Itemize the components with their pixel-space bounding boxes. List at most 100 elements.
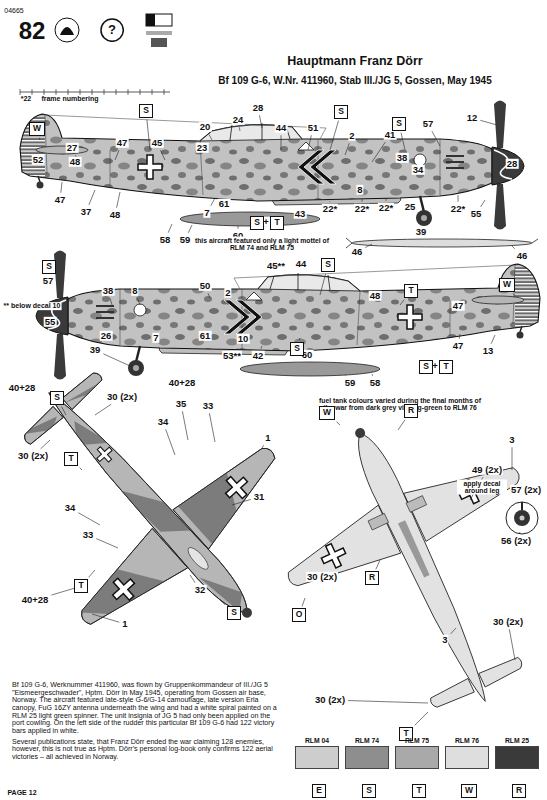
callout-number: 2 [224, 288, 231, 298]
leader-line [208, 293, 210, 298]
paint-code-box: T [74, 579, 88, 592]
leader-line [262, 445, 264, 448]
leader-line [41, 440, 50, 449]
paint-code: E [316, 786, 322, 795]
paint-code-box: S [250, 216, 264, 229]
paint-code: R [369, 573, 375, 582]
callout-number: 56 (2x) [500, 536, 532, 546]
leader-line [166, 429, 175, 455]
leader-line [400, 300, 404, 305]
callout-number: 28 [252, 103, 265, 113]
paint-code: S [254, 218, 260, 227]
paint-code: S [396, 119, 402, 128]
callout-number: 13 [482, 346, 495, 356]
leader-line [92, 614, 119, 622]
paint-code: T [443, 362, 448, 371]
leader-line [481, 200, 485, 207]
leader-line [95, 404, 111, 415]
paint-code-box: T [439, 360, 453, 373]
callout-number: 43 [294, 209, 307, 219]
leader-line [62, 407, 66, 415]
leader-line [320, 274, 326, 295]
callout-number: 2 [348, 131, 355, 141]
callout-number: 3 [441, 635, 448, 645]
callout-number: 32 [194, 585, 207, 595]
small-note: ** below decal 10 [3, 302, 62, 310]
paint-code: W [33, 124, 41, 133]
leader-line [459, 334, 461, 339]
paint-code: S [325, 260, 331, 269]
callout-number: 40+28 [21, 595, 50, 605]
leader-line [398, 420, 405, 430]
callout-number: 35 [175, 399, 188, 409]
callout-number: 57 [42, 276, 55, 286]
callout-number: 30 (2x) [306, 572, 338, 582]
paint-code: S [338, 107, 344, 116]
callout-number: 46 [351, 247, 364, 257]
small-note: PAGE 12 [6, 789, 37, 797]
paint-code: T [68, 454, 73, 463]
color-swatch [295, 746, 339, 769]
callout-number: 41 [384, 130, 397, 140]
paint-code: S [46, 262, 52, 271]
note-text: apply decal around leg [457, 480, 507, 495]
leader-line [182, 411, 188, 440]
paint-code-box: W [319, 406, 335, 419]
callout-number: 40+28 [168, 378, 197, 388]
paint-code: R [408, 406, 414, 415]
profile-title: Hauptmann Franz Dörr [287, 55, 422, 69]
paint-code-box: S [227, 606, 241, 619]
callout-number: 20 [199, 122, 212, 132]
legend-label: RLM 75 [395, 737, 439, 744]
leader-line [345, 375, 346, 377]
callout-number: 46 [516, 251, 529, 261]
leader-line [89, 190, 95, 205]
paint-code-box: W [461, 784, 477, 797]
leader-line [39, 138, 41, 140]
leader-line [512, 447, 513, 470]
legend-label: RLM 76 [445, 737, 489, 744]
callout-number: 12 [466, 113, 479, 123]
leader-line [61, 182, 62, 193]
leader-line [96, 539, 118, 548]
leader-line [491, 335, 495, 344]
leader-line [308, 135, 311, 150]
callout-number: 34 [157, 417, 170, 427]
leader-line [386, 199, 387, 201]
callout-number: 22* [354, 204, 370, 214]
paint-code-box: T [404, 284, 418, 297]
leader-line [115, 150, 119, 160]
callout-number: 51 [307, 123, 320, 133]
leader-line [299, 338, 301, 340]
legend-label: RLM 25 [495, 737, 539, 744]
leader-line [188, 225, 192, 233]
leader-line [519, 532, 521, 534]
leader-line [237, 348, 239, 350]
callout-number: 22* [378, 203, 394, 213]
callout-number: 3 [508, 435, 515, 445]
leader-line [345, 143, 349, 155]
leader-line [209, 413, 215, 442]
leader-line [228, 300, 229, 305]
paint-code-box: R [365, 571, 379, 584]
paint-code-box: S [42, 260, 56, 273]
callout-number: 58 [369, 378, 382, 388]
callout-number: 45** [266, 261, 286, 271]
leader-line [261, 346, 262, 349]
leader-line [376, 560, 380, 569]
paint-code-box: S [362, 784, 376, 797]
leader-line [103, 354, 130, 366]
leader-line [451, 628, 456, 634]
callout-number: 26 [100, 331, 113, 341]
aircraft-subtitle: Bf 109 G-6, W.Nr. 411960, Stab III./JG 5… [218, 75, 491, 86]
callout-number: 37 [80, 207, 93, 217]
paint-code-box: R [404, 404, 418, 417]
callout-number: 59 [179, 235, 192, 245]
paint-code-box: S [334, 105, 348, 118]
help-icon: ? [100, 18, 124, 42]
paint-code: W [323, 408, 331, 417]
leader-line [362, 199, 363, 202]
paint-code-box: E [312, 784, 326, 797]
leader-line [117, 192, 120, 208]
paint-code-box: O [292, 608, 307, 621]
